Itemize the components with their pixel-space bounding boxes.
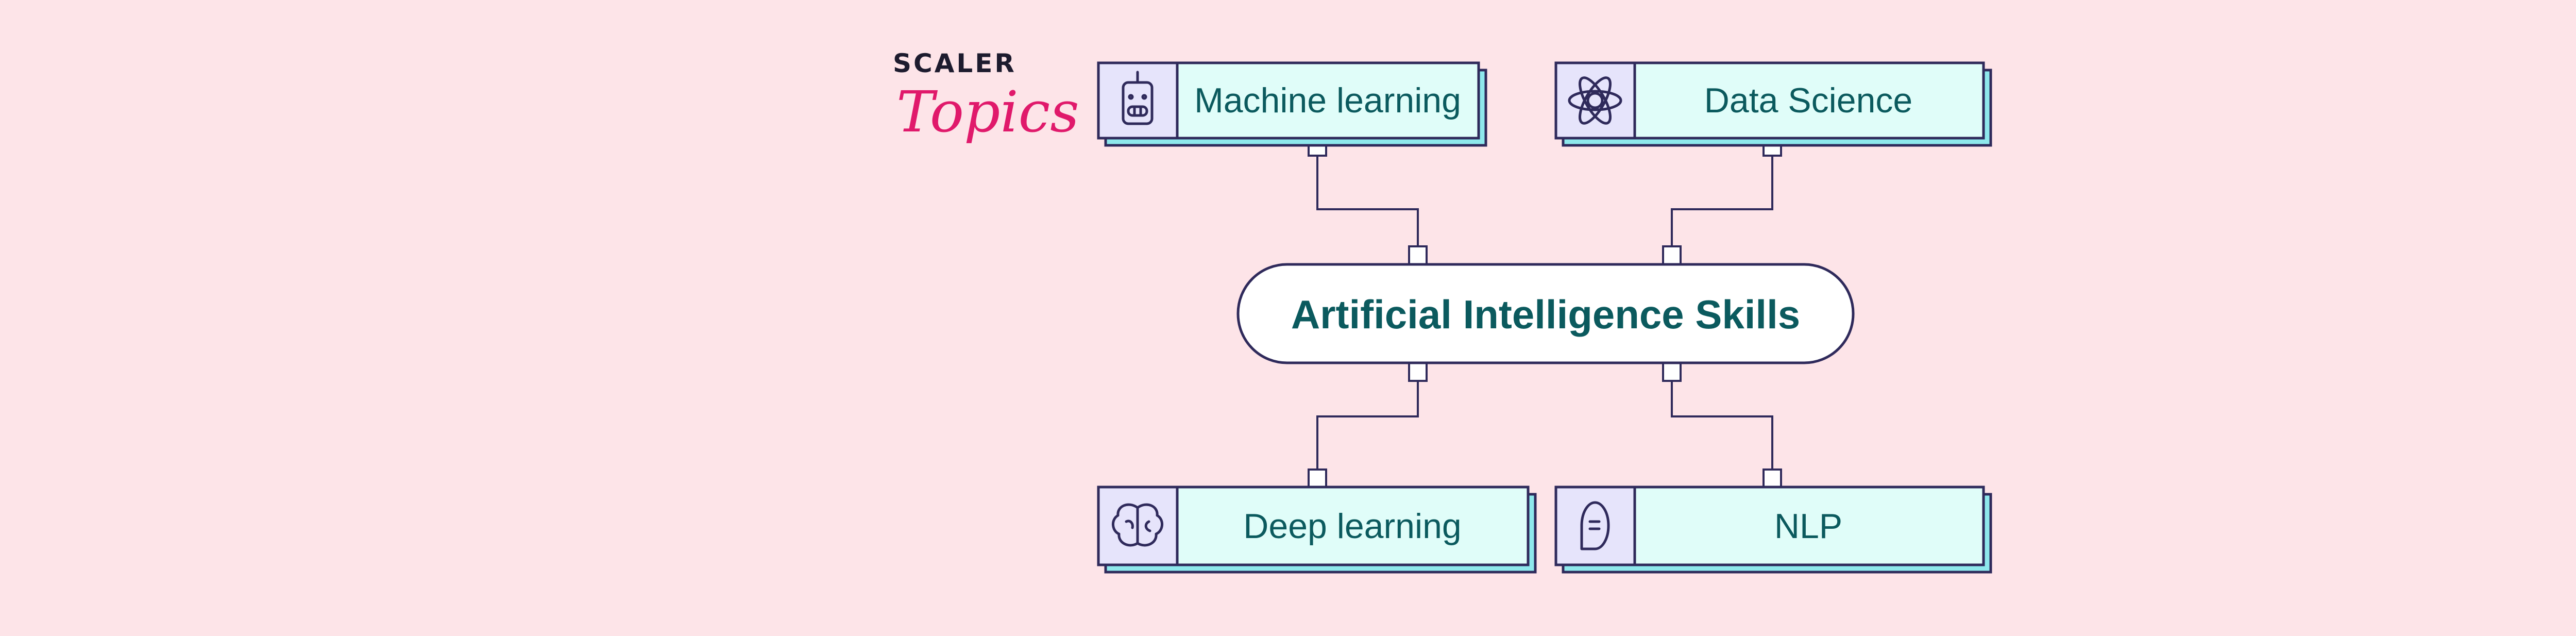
speech-bubble-icon	[1580, 501, 1610, 550]
robot-icon	[1122, 71, 1154, 125]
atom-icon	[1568, 76, 1622, 125]
connector-port	[1662, 362, 1682, 382]
node-deep-learning: Deep learning	[1097, 486, 1537, 574]
brain-icon	[1112, 503, 1163, 547]
node-label: NLP	[1774, 507, 1842, 546]
node-machine-learning: Machine learning	[1097, 61, 1487, 147]
node-label: Deep learning	[1243, 507, 1461, 546]
logo-topics-text: Topics	[896, 79, 1079, 145]
node-label: Machine learning	[1194, 81, 1461, 120]
logo-scaler-text: SCALER	[893, 48, 1016, 78]
connector-nlp	[1671, 381, 1773, 470]
node-data-science: Data Science	[1554, 61, 1992, 147]
node-label: Data Science	[1704, 81, 1912, 120]
connector-deep-learning	[1316, 381, 1419, 470]
connector-port	[1662, 245, 1682, 265]
connector-port	[1408, 362, 1428, 382]
connector-data-science	[1671, 156, 1773, 246]
center-node: Artificial Intelligence Skills	[1236, 263, 1855, 364]
center-title: Artificial Intelligence Skills	[1291, 292, 1800, 337]
connector-port	[1308, 468, 1327, 488]
connector-port	[1408, 245, 1428, 265]
connector-port	[1762, 468, 1782, 488]
connector-machine-learning	[1316, 156, 1419, 246]
scaler-topics-logo: SCALER Topics	[893, 48, 1079, 145]
node-nlp: NLP	[1554, 486, 1992, 574]
